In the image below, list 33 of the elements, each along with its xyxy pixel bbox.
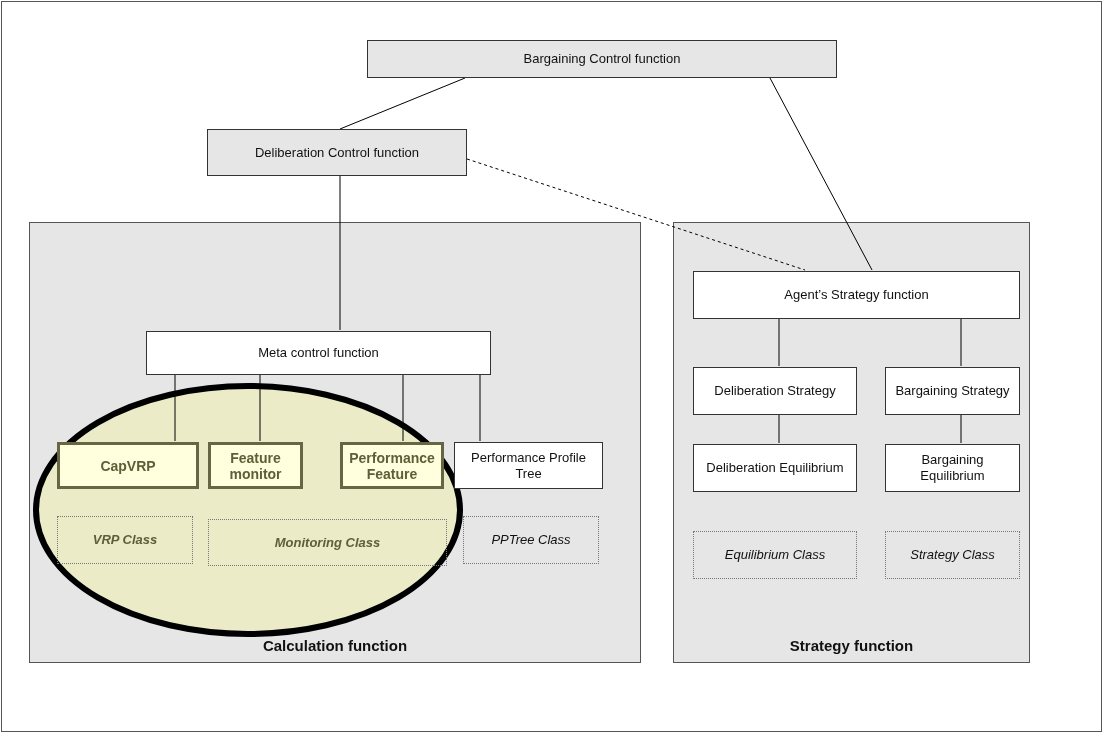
function-box: Deliberation Strategy <box>693 367 857 415</box>
connector-line <box>960 317 962 367</box>
connector-line <box>960 413 962 444</box>
class-box: Strategy Class <box>885 531 1020 579</box>
connector-line <box>466 158 806 271</box>
function-box: Bargaining Equilibrium <box>885 444 1020 492</box>
connector-line <box>778 413 780 444</box>
connector-line <box>769 77 873 271</box>
connector-line <box>174 373 176 442</box>
class-box: PPTree Class <box>463 516 599 564</box>
connector-line <box>339 175 341 331</box>
panel-title: Calculation function <box>261 637 409 654</box>
class-box: VRP Class <box>57 516 193 564</box>
panel-title: Strategy function <box>788 637 915 654</box>
connector-line <box>402 373 404 442</box>
connector-line <box>479 373 481 442</box>
connector-line <box>259 373 261 442</box>
function-box: Feature monitor <box>208 442 303 489</box>
panel-background <box>29 222 641 663</box>
function-box: Meta control function <box>146 331 491 375</box>
function-box: Deliberation Control function <box>207 129 467 176</box>
panel-background <box>673 222 1030 663</box>
function-box: Performance Feature <box>340 442 444 489</box>
class-box: Equilibrium Class <box>693 531 857 579</box>
function-box: Agent’s Strategy function <box>693 271 1020 319</box>
function-box: Performance Profile Tree <box>454 442 603 489</box>
function-box: Bargaining Strategy <box>885 367 1020 415</box>
function-box: Deliberation Equilibrium <box>693 444 857 492</box>
class-box: Monitoring Class <box>208 519 447 566</box>
connector-line <box>778 317 780 367</box>
function-box: Bargaining Control function <box>367 40 837 78</box>
connector-line <box>339 77 466 130</box>
function-box: CapVRP <box>57 442 199 489</box>
